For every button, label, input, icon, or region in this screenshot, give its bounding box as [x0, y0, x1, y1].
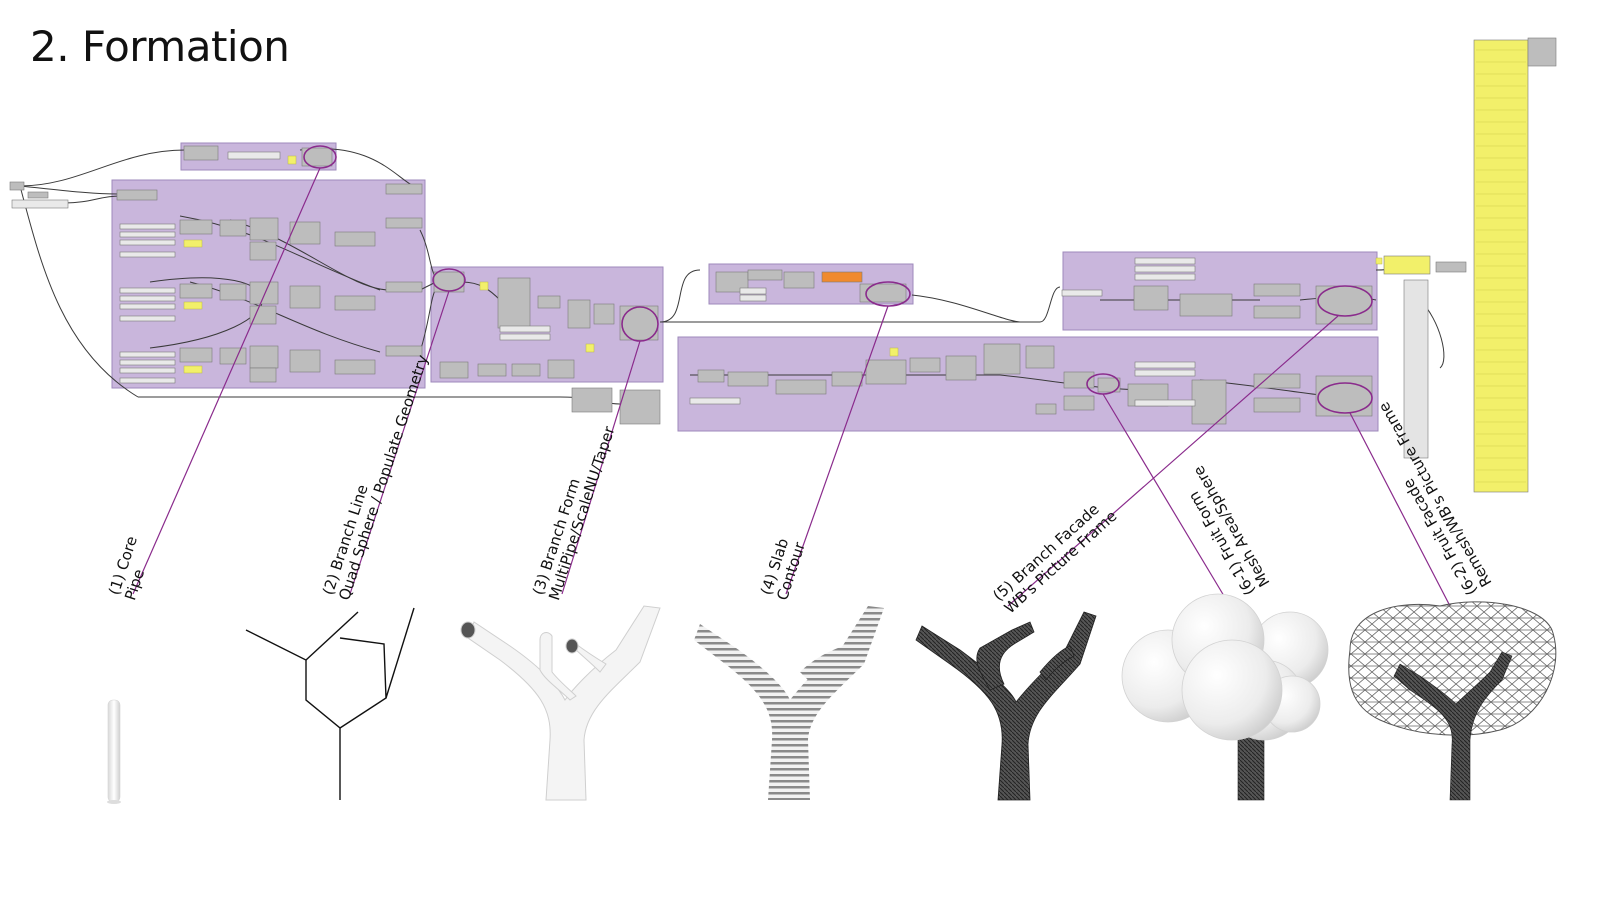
render-branch-form: [460, 605, 661, 801]
render-fruit-form: [1121, 593, 1329, 801]
render-core-pipe: [107, 699, 121, 804]
page-title: 2. Formation: [30, 22, 290, 71]
render-slab-contour: [694, 606, 884, 800]
definition-graph: [9, 37, 1557, 607]
render-branch-line: [245, 607, 415, 800]
render-branch-facade: [915, 611, 1097, 801]
render-fruit-facade: [1348, 601, 1557, 801]
